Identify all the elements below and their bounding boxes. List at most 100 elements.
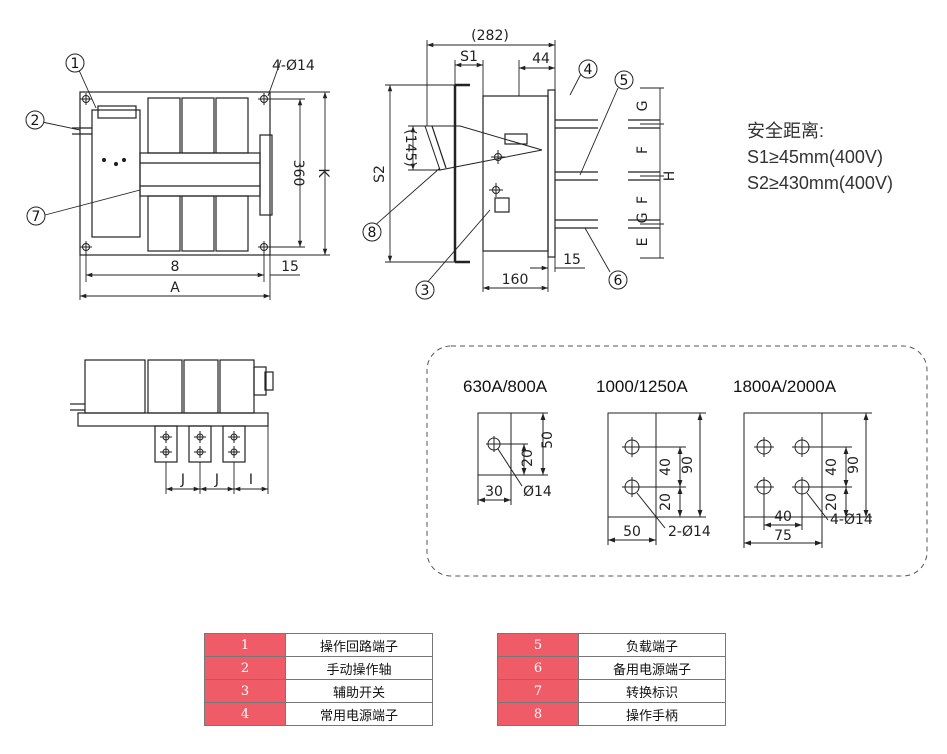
bolt-note-front: 4-Ø14 <box>272 58 315 74</box>
legend-row: 2 手动操作轴 <box>204 656 433 680</box>
legend-row: 6 备用电源端子 <box>497 656 726 680</box>
safety-s1: S1≥45mm(400V) <box>747 147 883 167</box>
terminal-630a-dim-30: 30 <box>485 484 503 500</box>
legend-number: 6 <box>497 656 579 680</box>
safety-s2: S2≥430mm(400V) <box>747 173 893 193</box>
callout-1: 1 <box>71 56 80 72</box>
legend-row: 1 操作回路端子 <box>204 633 433 657</box>
terminal-630a-dim-20: 20 <box>520 449 536 467</box>
gap-label-g-top: G <box>635 101 651 112</box>
pole-upper-1 <box>147 97 181 154</box>
legend-name: 操作手柄 <box>578 702 726 726</box>
terminal-1800a-dim-20: 20 <box>824 493 840 511</box>
legend-row: 4 常用电源端子 <box>204 702 433 726</box>
terminal-630a <box>477 412 548 505</box>
side-view <box>424 83 660 264</box>
gap-label-f-2: F <box>635 196 651 204</box>
dim-s1: S1 <box>460 49 478 65</box>
gap-label-e: E <box>635 238 651 247</box>
pole-upper-2 <box>181 97 215 154</box>
terminal-flange <box>547 89 556 258</box>
switch-body-side <box>482 95 549 252</box>
terminal-title-630a: 630A/800A <box>463 377 548 396</box>
legend-name: 操作回路端子 <box>285 633 433 657</box>
legend-number: 1 <box>204 633 286 657</box>
legend-name: 备用电源端子 <box>578 656 726 680</box>
dim-a: A <box>170 280 180 296</box>
dim-160: 160 <box>502 272 529 288</box>
front-mount-holes <box>80 93 270 253</box>
terminal-detail-frame <box>426 345 928 577</box>
legend-row: 7 转换标识 <box>497 679 726 703</box>
dim-145: (145) <box>402 129 418 167</box>
terminal-1000a-dim-50: 50 <box>623 524 641 540</box>
dim-i: I <box>249 472 253 488</box>
front-view <box>72 91 273 256</box>
legend-name: 手动操作轴 <box>285 656 433 680</box>
dim-44: 44 <box>532 51 550 67</box>
callout-5: 5 <box>620 73 629 89</box>
dim-k: K <box>315 168 331 178</box>
terminal-1000a-dim-90: 90 <box>680 456 696 474</box>
dim-360: 360 <box>290 160 306 187</box>
legend-name: 常用电源端子 <box>285 702 433 726</box>
safety-distance-note: 安全距离: S1≥45mm(400V) S2≥430mm(400V) <box>747 118 893 196</box>
legend-table-left: 1 操作回路端子 2 手动操作轴 3 辅助开关 4 常用电源端子 <box>204 633 433 726</box>
legend-table-right: 5 负载端子 6 备用电源端子 7 转换标识 8 操作手柄 <box>497 633 726 726</box>
legend-name: 转换标识 <box>578 679 726 703</box>
callout-8: 8 <box>368 225 377 241</box>
legend-name: 负载端子 <box>578 633 726 657</box>
bottom-base-plate <box>77 412 269 427</box>
terminal-1000a <box>607 412 706 545</box>
pole-lower-2 <box>181 195 215 252</box>
bottom-dimensions <box>165 426 269 494</box>
pole-lower-3 <box>215 195 249 252</box>
dim-j-2: J <box>214 472 219 488</box>
dim-s2: S2 <box>372 165 388 183</box>
terminal-1800a-dim-75: 75 <box>774 528 792 544</box>
dim-j-1: J <box>180 472 185 488</box>
terminal-1000a-dim-40: 40 <box>658 458 674 476</box>
callout-7: 7 <box>32 209 41 225</box>
callout-4: 4 <box>584 62 593 78</box>
terminal-1800a-dim-40h: 40 <box>774 509 792 525</box>
dim-15-front: 15 <box>281 259 299 275</box>
legend-row: 8 操作手柄 <box>497 702 726 726</box>
terminal-1000a-hole: 2-Ø14 <box>668 524 711 540</box>
terminal-1800a-dim-90: 90 <box>846 456 862 474</box>
operating-circuit-block <box>91 109 141 238</box>
dim-15-side: 15 <box>563 252 581 268</box>
legend-number: 7 <box>497 679 579 703</box>
pole-lower-1 <box>147 195 181 252</box>
gap-label-f-1: F <box>635 146 651 154</box>
dim-282: (282) <box>471 28 509 44</box>
callout-3: 3 <box>421 283 430 299</box>
transfer-bar <box>139 152 261 197</box>
terminal-title-1000a: 1000/1250A <box>596 377 688 396</box>
gap-label-g-bottom: G <box>635 213 651 224</box>
pole-upper-3 <box>215 97 249 154</box>
legend-number: 5 <box>497 633 579 657</box>
handle-bracket <box>259 134 273 216</box>
gap-label-h: H <box>662 171 678 182</box>
safety-title: 安全距离: <box>747 121 825 141</box>
terminal-title-1800a: 1800A/2000A <box>733 377 837 396</box>
bottom-terminal-holes <box>160 431 240 458</box>
legend-number: 3 <box>204 679 286 703</box>
legend-number: 4 <box>204 702 286 726</box>
dim-8: 8 <box>171 259 180 275</box>
legend-number: 8 <box>497 702 579 726</box>
front-dimensions <box>41 59 330 300</box>
front-base-plate <box>79 91 271 256</box>
side-callout-circles <box>362 59 634 300</box>
legend-row: 5 负载端子 <box>497 633 726 657</box>
terminal-630a-hole: Ø14 <box>523 484 552 500</box>
terminal-630a-dim-50: 50 <box>540 431 556 449</box>
legend-row: 3 辅助开关 <box>204 679 433 703</box>
legend-number: 2 <box>204 656 286 680</box>
side-crosshairs <box>489 150 505 197</box>
operating-handle <box>424 125 543 171</box>
legend-name: 辅助开关 <box>285 679 433 703</box>
callout-6: 6 <box>614 273 623 289</box>
